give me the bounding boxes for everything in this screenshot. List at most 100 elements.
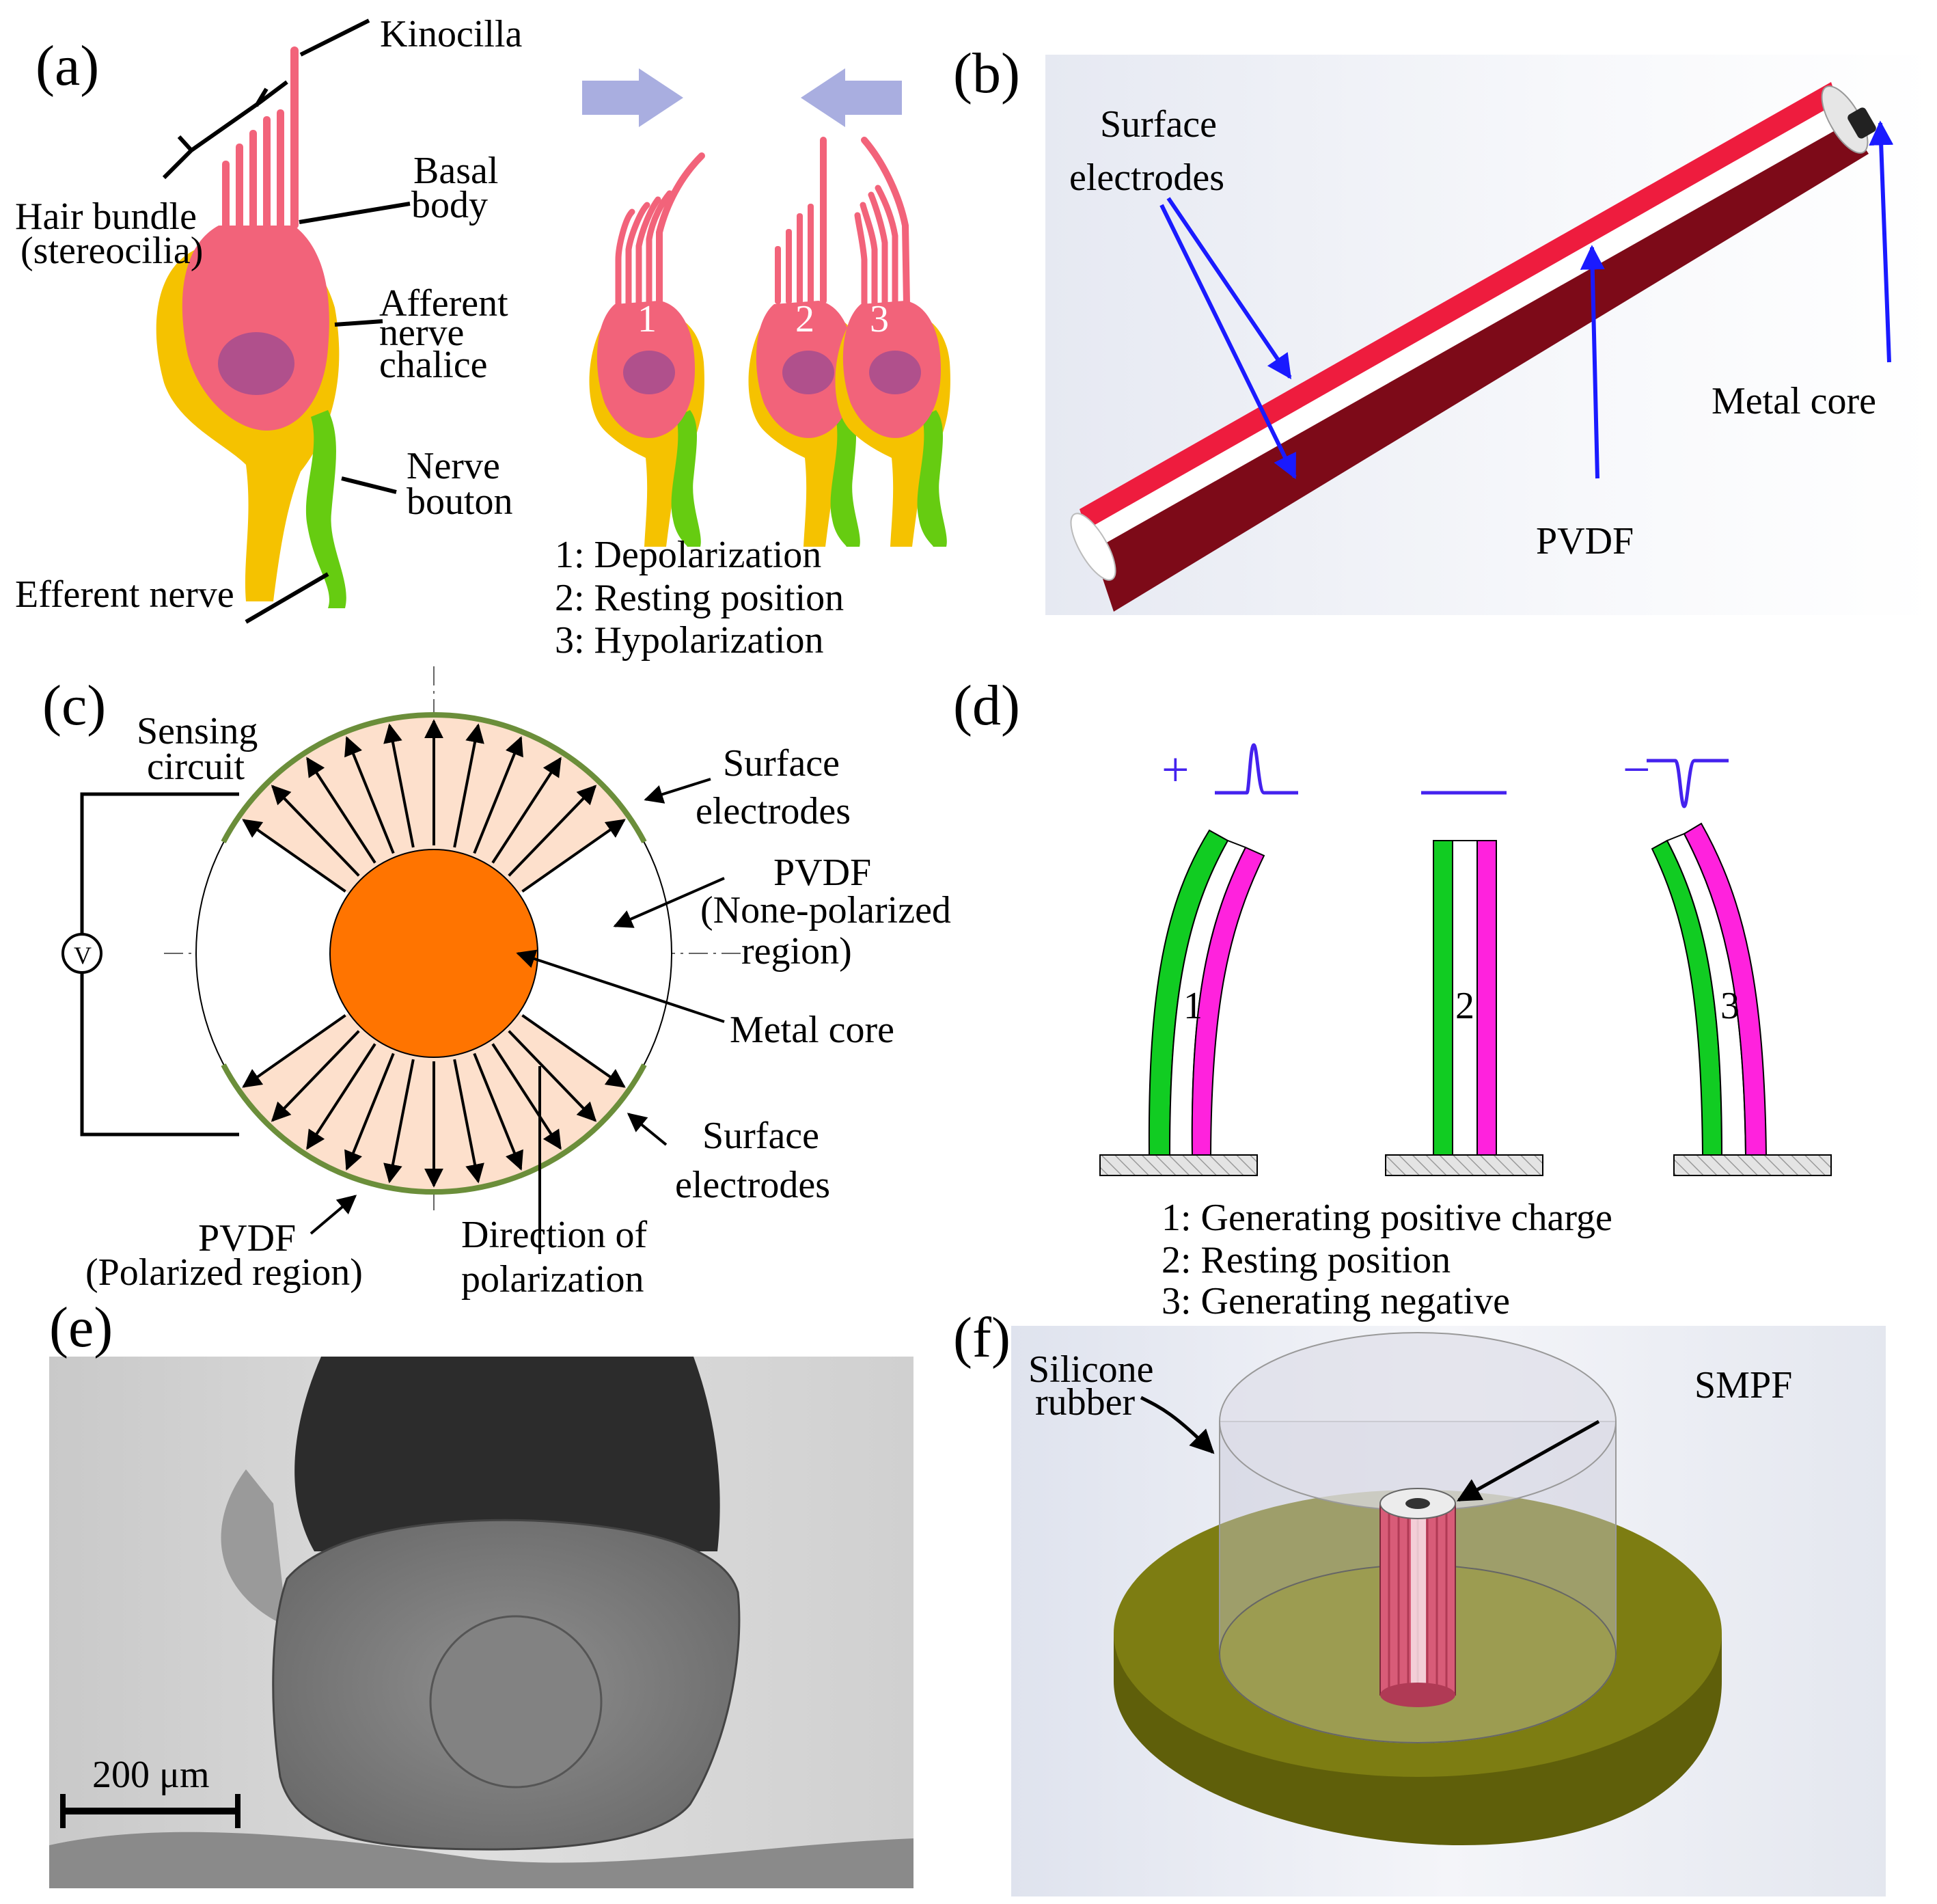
polarization-arrows <box>242 719 626 1188</box>
stereocilium <box>222 161 230 229</box>
leader-surface-top <box>644 778 711 804</box>
small-cell-2: 2 <box>748 137 864 547</box>
legend-d-2: 2: Resting position <box>1162 1239 1451 1281</box>
base-1 <box>1099 1154 1258 1176</box>
panel-c: (c) V Sensing circuit Surface electrodes… <box>42 666 951 1301</box>
fiber-side <box>294 1357 720 1551</box>
legend-d-1: 1: Generating positive charge <box>1162 1197 1612 1239</box>
hair-cell-large <box>156 46 346 608</box>
label-electrodes-b: electrodes <box>1069 157 1224 199</box>
label-afferent: Afferent <box>379 282 508 325</box>
sensing-circuit-wire <box>80 792 239 1137</box>
beam-number-2: 2 <box>1455 985 1474 1027</box>
voltmeter-icon <box>61 933 102 974</box>
sem-metal-core <box>429 1615 603 1789</box>
label-polarized-region: (Polarized region) <box>85 1251 363 1294</box>
label-surface-c-bot: Surface <box>702 1115 819 1157</box>
motion-arrow-left <box>801 68 902 127</box>
cell-number-2: 2 <box>795 298 814 340</box>
label-chalice: chalice <box>379 344 488 386</box>
small-cell-3: 3 <box>835 137 950 547</box>
smpf-bottom <box>1380 1683 1455 1707</box>
label-region: region) <box>741 930 852 973</box>
polarization-arrow <box>521 819 626 893</box>
basal-body-leader <box>299 202 411 224</box>
label-polarization: polarization <box>461 1258 644 1301</box>
stereocilium <box>263 116 271 229</box>
leader-surface-bottom <box>627 1113 668 1146</box>
label-pvdf-b: PVDF <box>1536 520 1634 562</box>
legend-d-3: 3: Generating negative <box>1162 1280 1510 1322</box>
polarization-arrow <box>453 723 484 848</box>
smpf-pvdf-strip <box>1411 1504 1426 1695</box>
leader-smpf <box>1456 1419 1600 1502</box>
label-electrodes-c-bot: electrodes <box>675 1164 830 1206</box>
top-electrode <box>1080 82 1838 530</box>
rubber-top-face <box>1219 1332 1617 1511</box>
legend-a-3: 3: Hypolarization <box>555 619 823 662</box>
label-metal-core-b: Metal core <box>1712 380 1876 422</box>
panel-label-a: (a) <box>36 34 99 98</box>
label-circuit: circuit <box>147 746 245 788</box>
label-surface-b: Surface <box>1100 103 1217 146</box>
beam-3-magenta <box>1683 822 1768 1156</box>
efferent-leader <box>245 572 329 624</box>
motion-arrow-right <box>582 68 683 127</box>
label-electrodes-c-top: electrodes <box>696 790 851 832</box>
arrow-pvdf <box>1580 245 1605 479</box>
polarization-arrow <box>383 1059 415 1184</box>
label-smpf: SMPF <box>1694 1364 1792 1406</box>
polarization-arrow <box>453 1059 484 1184</box>
beam-2-green <box>1433 840 1453 1156</box>
label-silicone: Silicone <box>1028 1348 1154 1391</box>
label-direction-of: Direction of <box>461 1214 647 1256</box>
base-3 <box>1673 1154 1832 1176</box>
scale-bar-label: 200 μm <box>92 1754 210 1796</box>
panel-label-d: (d) <box>953 674 1020 737</box>
cell-number-1: 1 <box>637 298 657 340</box>
polarization-arrow <box>383 723 415 848</box>
polarization-arrow <box>242 1014 346 1088</box>
base-2 <box>1385 1154 1543 1176</box>
arrow-surface-bottom <box>1159 204 1297 480</box>
label-hair-bundle: Hair bundle <box>15 195 197 238</box>
panel-label-f: (f) <box>953 1306 1011 1370</box>
label-surface-c-top: Surface <box>723 742 840 785</box>
surface-electrode-top <box>221 712 647 843</box>
label-rubber: rubber <box>1035 1381 1136 1424</box>
fiber-start-face <box>1070 513 1116 581</box>
panel-f: (f) Silicone rubber SMPF <box>953 1306 1886 1896</box>
afferent-leader <box>334 319 383 327</box>
polarization-arrow <box>508 1030 597 1122</box>
stereocilium <box>249 130 257 229</box>
panel-label-b: (b) <box>953 42 1020 105</box>
signal-positive <box>1215 743 1298 795</box>
polarization-arrow <box>521 1014 626 1088</box>
sem-shadow <box>221 1469 287 1627</box>
polarization-arrow <box>491 1043 562 1150</box>
beam-2-magenta <box>1476 840 1497 1156</box>
polarization-arrow <box>491 757 562 864</box>
signal-negative <box>1647 759 1729 808</box>
plus-sign: + <box>1162 742 1190 797</box>
label-stereocilia: (stereocilia) <box>20 230 203 272</box>
nerve-bouton-shape <box>305 410 346 608</box>
polarization-arrow <box>306 757 376 864</box>
panel-a: (a) Kinocilla Hair bundle (stereocili <box>15 13 950 662</box>
panel-label-e: (e) <box>49 1296 113 1359</box>
label-metal-core-c: Metal core <box>730 1009 894 1051</box>
kinocilium <box>290 46 299 229</box>
panel-e: (e) 200 μm <box>49 1296 913 1888</box>
cell-body <box>182 226 329 431</box>
label-kinocilla: Kinocilla <box>380 13 523 55</box>
panel-d: (d) + − 1 2 3 1: Generating positive cha… <box>953 674 1832 1322</box>
polarization-arrow <box>271 1030 360 1122</box>
stereocilium <box>236 144 243 229</box>
stereocilium <box>277 109 284 229</box>
surface-electrode-bottom <box>221 1063 647 1195</box>
polarization-arrow <box>344 736 395 854</box>
panel-label-c: (c) <box>42 674 106 737</box>
arrow-surface-top <box>1166 197 1292 379</box>
label-efferent: Efferent nerve <box>15 573 234 616</box>
